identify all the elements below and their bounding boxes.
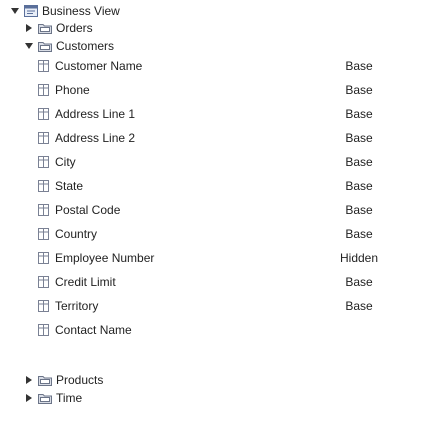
field-label: Customer Name (55, 59, 143, 73)
tree-node-label: Customers (56, 39, 115, 53)
field-label: Territory (55, 299, 99, 313)
folder-icon (38, 374, 52, 386)
field-label: Contact Name (55, 323, 132, 337)
tree-node-label: Products (56, 373, 104, 387)
field-icon (38, 300, 49, 312)
field-icon (38, 204, 49, 216)
field-label: Credit Limit (55, 275, 116, 289)
tree-node-orders[interactable]: Orders (0, 19, 436, 37)
field-icon (38, 84, 49, 96)
tree-node-products[interactable]: Products (0, 371, 436, 389)
field-icon (38, 276, 49, 288)
field-visibility: Base (345, 107, 373, 121)
folder-icon (38, 22, 52, 34)
field-visibility: Base (345, 179, 373, 193)
tree-field-row[interactable]: Territory Base (0, 297, 436, 315)
tree-node-label: Business View (42, 4, 120, 18)
field-visibility: Base (345, 203, 373, 217)
field-visibility: Base (345, 131, 373, 145)
tree-field-row[interactable]: Credit Limit Base (0, 273, 436, 291)
field-visibility: Base (345, 59, 373, 73)
field-label: State (55, 179, 84, 193)
folder-icon (38, 392, 52, 404)
tree-node-business-view[interactable]: Business View (0, 2, 436, 20)
field-label: Postal Code (55, 203, 121, 217)
tree-node-label: Orders (56, 21, 93, 35)
tree-field-row[interactable]: Postal Code Base (0, 201, 436, 219)
field-label: Address Line 1 (55, 107, 136, 121)
tree-node-time[interactable]: Time (0, 389, 436, 407)
tree-field-row[interactable]: Contact Name (0, 321, 436, 339)
tree-field-row[interactable]: Address Line 1 Base (0, 105, 436, 123)
tree-field-row[interactable]: Employee Number Hidden (0, 249, 436, 267)
tree-field-row[interactable]: State Base (0, 177, 436, 195)
field-icon (38, 228, 49, 240)
field-icon (38, 108, 49, 120)
field-visibility: Base (345, 299, 373, 313)
field-icon (38, 156, 49, 168)
tree-field-row[interactable]: City Base (0, 153, 436, 171)
tree-field-row[interactable]: Phone Base (0, 81, 436, 99)
field-icon (38, 132, 49, 144)
tree-field-row[interactable]: Address Line 2 Base (0, 129, 436, 147)
field-visibility: Base (345, 227, 373, 241)
field-label: City (55, 155, 76, 169)
expand-triangle-icon[interactable] (24, 41, 34, 51)
field-label: Address Line 2 (55, 131, 136, 145)
field-icon (38, 252, 49, 264)
tree-node-customers[interactable]: Customers (0, 37, 436, 55)
field-visibility: Base (345, 155, 373, 169)
collapse-triangle-icon[interactable] (24, 23, 34, 33)
field-icon (38, 324, 49, 336)
tree-field-row[interactable]: Country Base (0, 225, 436, 243)
field-visibility: Hidden (339, 251, 379, 265)
collapse-triangle-icon[interactable] (24, 375, 34, 385)
field-icon (38, 180, 49, 192)
business-view-icon (24, 5, 38, 17)
folder-icon (38, 40, 52, 52)
field-visibility: Base (345, 83, 373, 97)
tree-field-row[interactable]: Customer Name Base (0, 57, 436, 75)
field-label: Employee Number (55, 251, 155, 265)
field-label: Country (55, 227, 98, 241)
collapse-triangle-icon[interactable] (24, 393, 34, 403)
field-icon (38, 60, 49, 72)
field-visibility: Base (345, 275, 373, 289)
expand-triangle-icon[interactable] (10, 6, 20, 16)
tree-node-label: Time (56, 391, 83, 405)
field-label: Phone (55, 83, 90, 97)
